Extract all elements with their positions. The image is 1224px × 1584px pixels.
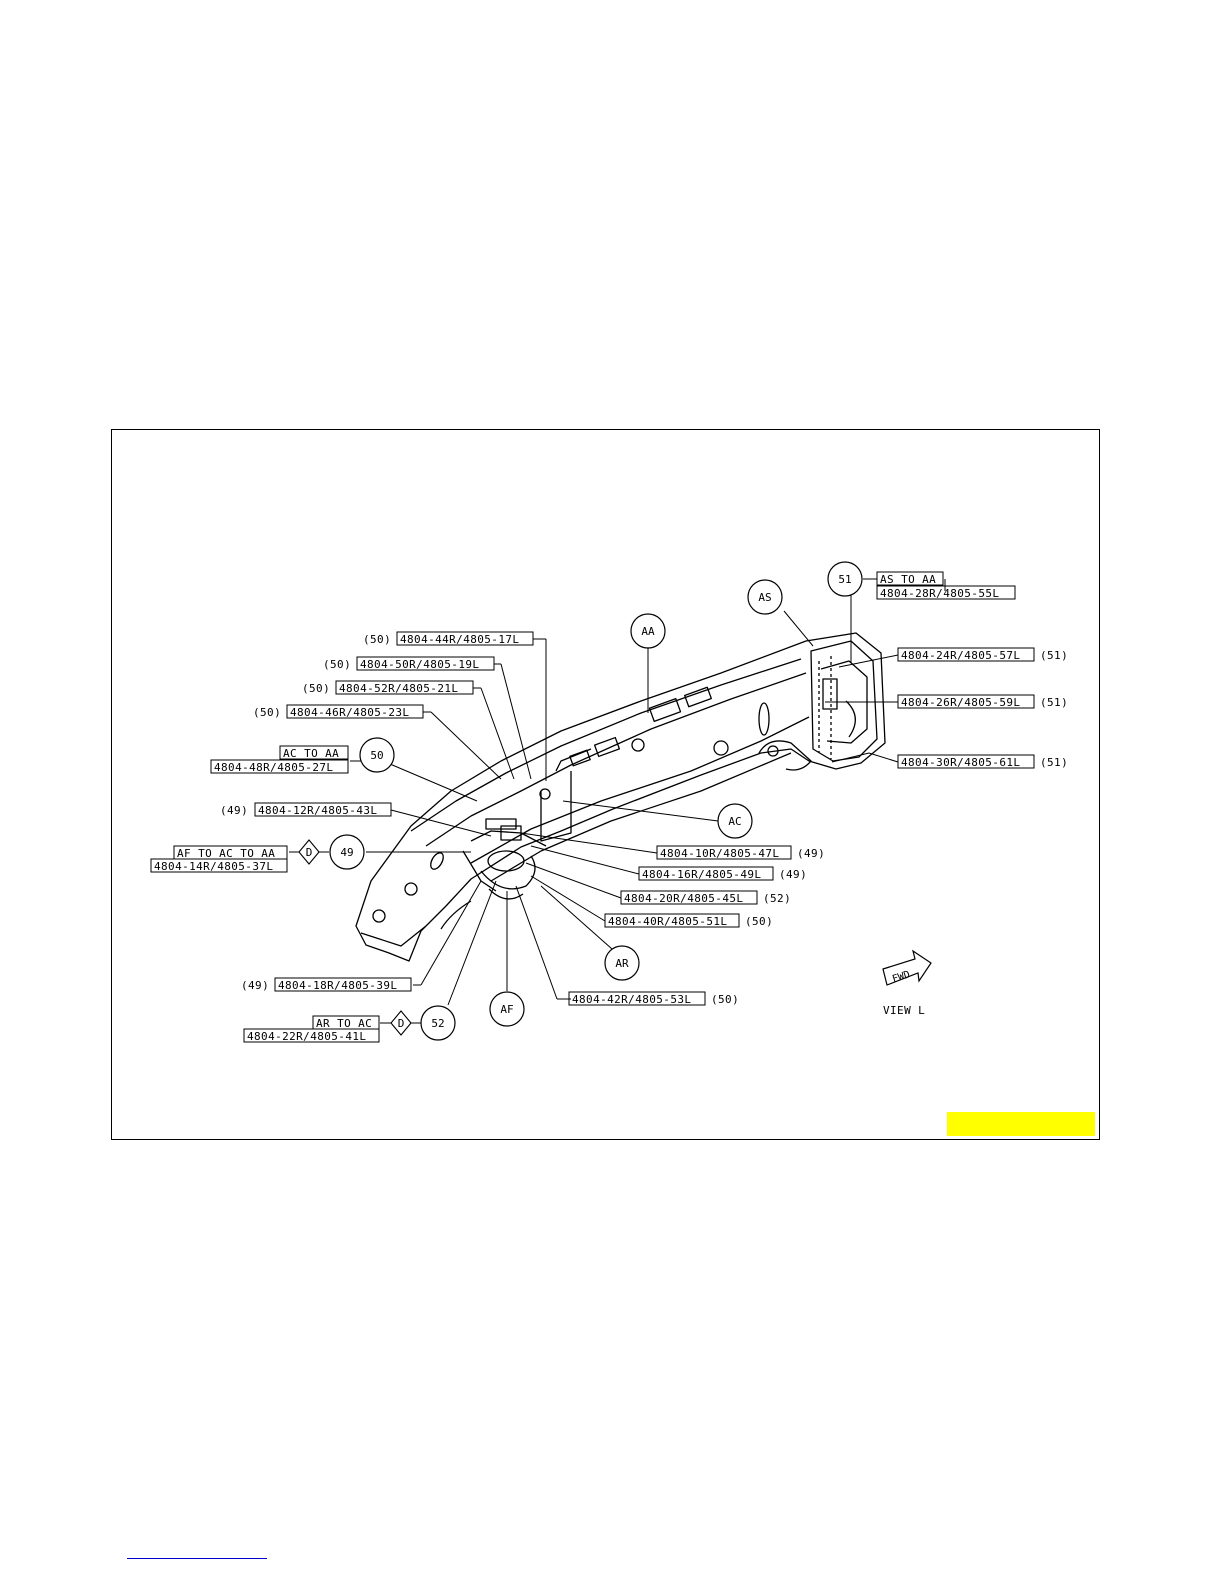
part-label-text: 4804-12R/4805-43L [258,804,377,817]
part-label-text: 4804-20R/4805-45L [624,892,743,905]
part-label-boxes [150,571,1035,1043]
part-label-text: 4804-46R/4805-23L [290,706,409,719]
part-label-prefix: (49) [220,804,248,817]
part-label-prefix: (50) [363,633,391,646]
part-label-text: 4804-26R/4805-59L [901,696,1020,709]
part-label-suffix: (50) [711,993,739,1006]
stacked-label-as-line2: 4804-28R/4805-55L [880,587,999,600]
circle-label-ac: AC [728,815,741,828]
part-label-prefix: (50) [253,706,281,719]
footer-rule [127,1558,267,1559]
view-label: VIEW L [883,1004,925,1017]
circle-label-aa: AA [641,625,655,638]
diamond-symbol-ar [390,1010,412,1036]
stacked-label-af-line2: 4804-14R/4805-37L [154,860,273,873]
stacked-label-ar-line1: AR TO AC [316,1017,372,1030]
part-label-suffix: (51) [1040,649,1068,662]
diamond-symbols [298,839,412,1036]
circle-label-as: AS [758,591,771,604]
part-label-text: 4804-52R/4805-21L [339,682,458,695]
part-label-text: 4804-24R/4805-57L [901,649,1020,662]
stacked-label-as-line1: AS TO AA [880,573,936,586]
stacked-label-ar-line2: 4804-22R/4805-41L [247,1030,366,1043]
reference-circle-labels: AA AS 51 50 49 AC AR AF 52 [340,573,851,1030]
part-label-text: 4804-10R/4805-47L [660,847,779,860]
circle-label-50: 50 [370,749,383,762]
diamond-symbol-af [298,839,320,865]
circle-label-49: 49 [340,846,353,859]
part-label-prefix: (49) [241,979,269,992]
part-label-prefix: (50) [323,658,351,671]
frame-rail-drawing [355,632,886,962]
fwd-label: FWD [891,969,912,985]
circle-label-52: 52 [431,1017,444,1030]
leader-lines [289,578,946,1024]
circle-label-51: 51 [838,573,851,586]
part-label-text: 4804-18R/4805-39L [278,979,397,992]
part-label-suffix: (50) [745,915,773,928]
stacked-label-af-line1: AF TO AC TO AA [177,847,275,860]
stacked-label-ac-line1: AC TO AA [283,747,339,760]
part-label-suffix: (51) [1040,696,1068,709]
fwd-arrow-icon: FWD [882,949,932,986]
part-label-text: 4804-40R/4805-51L [608,915,727,928]
circle-label-af: AF [500,1003,513,1016]
part-label-text: 4804-44R/4805-17L [400,633,519,646]
circle-label-ar: AR [615,957,629,970]
diamond-label-af: D [306,846,313,859]
part-label-text: 4804-30R/4805-61L [901,756,1020,769]
part-label-text: 4804-50R/4805-19L [360,658,479,671]
part-label-suffix: (49) [797,847,825,860]
part-label-prefix: (50) [302,682,330,695]
part-label-suffix: (49) [779,868,807,881]
yellow-highlight-block [947,1112,1095,1136]
diamond-label-ar: D [398,1017,405,1030]
part-label-suffix: (52) [763,892,791,905]
stacked-label-ac-line2: 4804-48R/4805-27L [214,761,333,774]
part-labels: AS TO AA 4804-28R/4805-55L 4804-24R/4805… [154,573,1068,1043]
figure-frame: AA AS 51 50 49 AC AR AF 52 D D [111,429,1100,1140]
reference-circles [329,561,863,1041]
part-label-suffix: (51) [1040,756,1068,769]
part-label-text: 4804-16R/4805-49L [642,868,761,881]
part-label-text: 4804-42R/4805-53L [572,993,691,1006]
frame-rail-diagram: AA AS 51 50 49 AC AR AF 52 D D [150,561,1068,1043]
